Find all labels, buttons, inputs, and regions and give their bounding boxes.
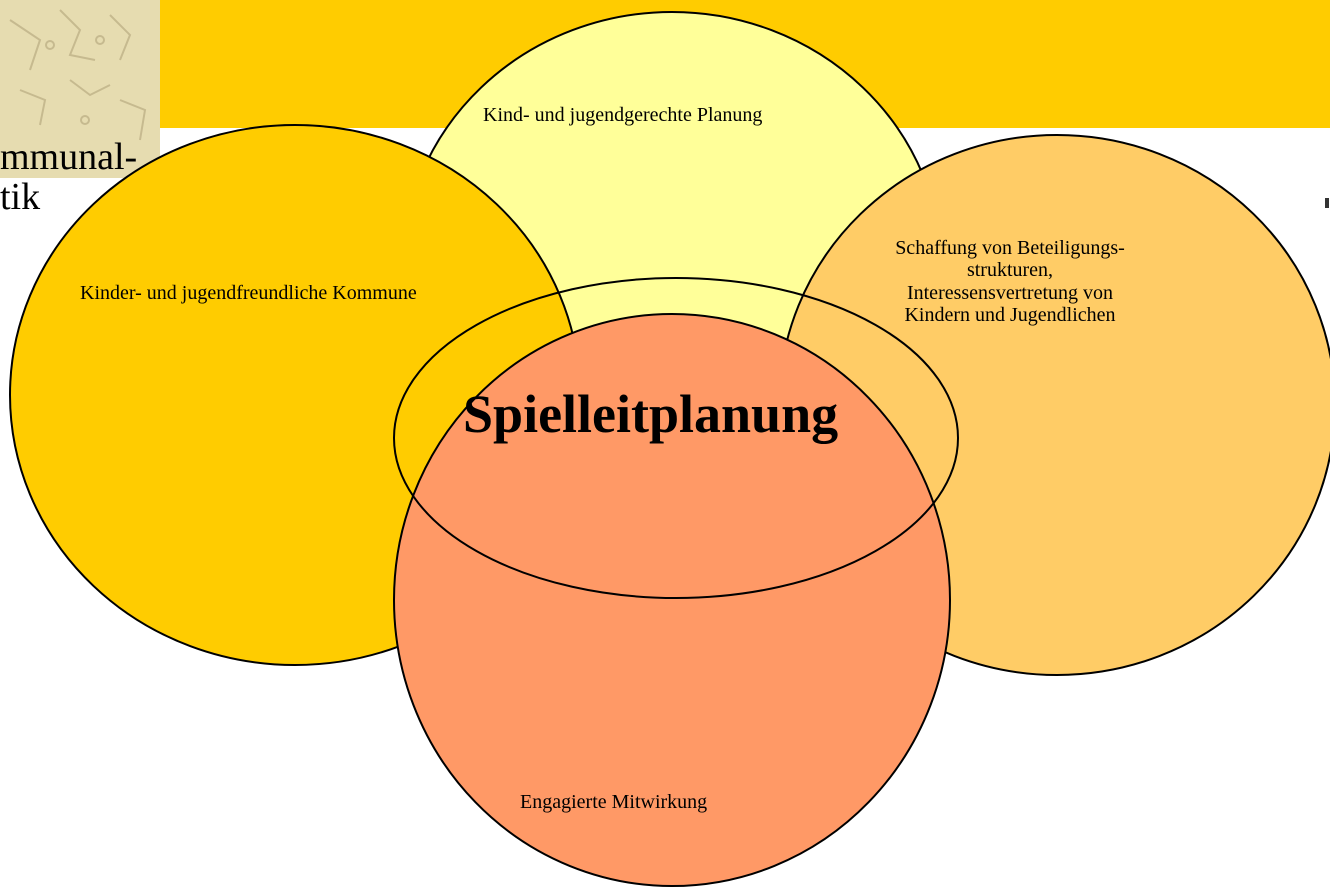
center-ellipse: [393, 277, 959, 599]
circle-mitwirkung: [393, 313, 951, 887]
label-planung: Kind- und jugendgerechte Planung: [483, 104, 763, 126]
partial-title-line2: tik: [0, 176, 41, 218]
texture-pattern: [9, 9, 147, 141]
edge-fragment: [1325, 198, 1329, 208]
center-title: Spielleitplanung: [463, 384, 839, 444]
label-kommune: Kinder- und jugendfreundliche Kommune: [80, 282, 417, 304]
label-mitwirkung: Engagierte Mitwirkung: [520, 791, 708, 813]
partial-title-line1: mmunal-: [0, 136, 138, 178]
background-texture: [0, 0, 160, 178]
label-beteiligung: Schaffung von Beteiligungs-strukturen, I…: [895, 237, 1125, 327]
